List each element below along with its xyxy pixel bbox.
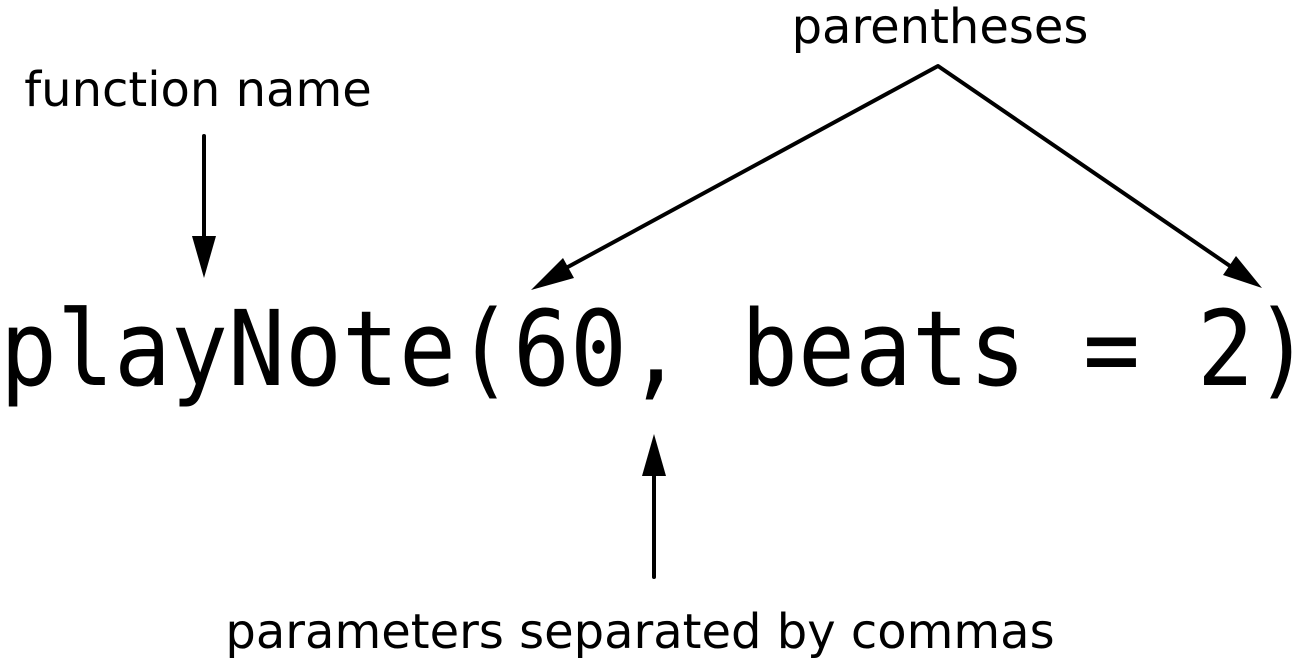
opening-paren-arrowhead <box>531 258 574 290</box>
function-name-arrow <box>192 134 216 278</box>
closing-paren-arrowhead <box>1223 256 1262 288</box>
function-name-label: function name <box>24 62 371 118</box>
parentheses-arrows <box>531 64 1262 290</box>
parentheses-label: parentheses <box>792 0 1089 55</box>
function-call-code: playNote(60, beats = 2) <box>0 288 1311 410</box>
parameters-arrow <box>642 434 666 579</box>
parameters-label: parameters separated by commas <box>225 604 1054 660</box>
